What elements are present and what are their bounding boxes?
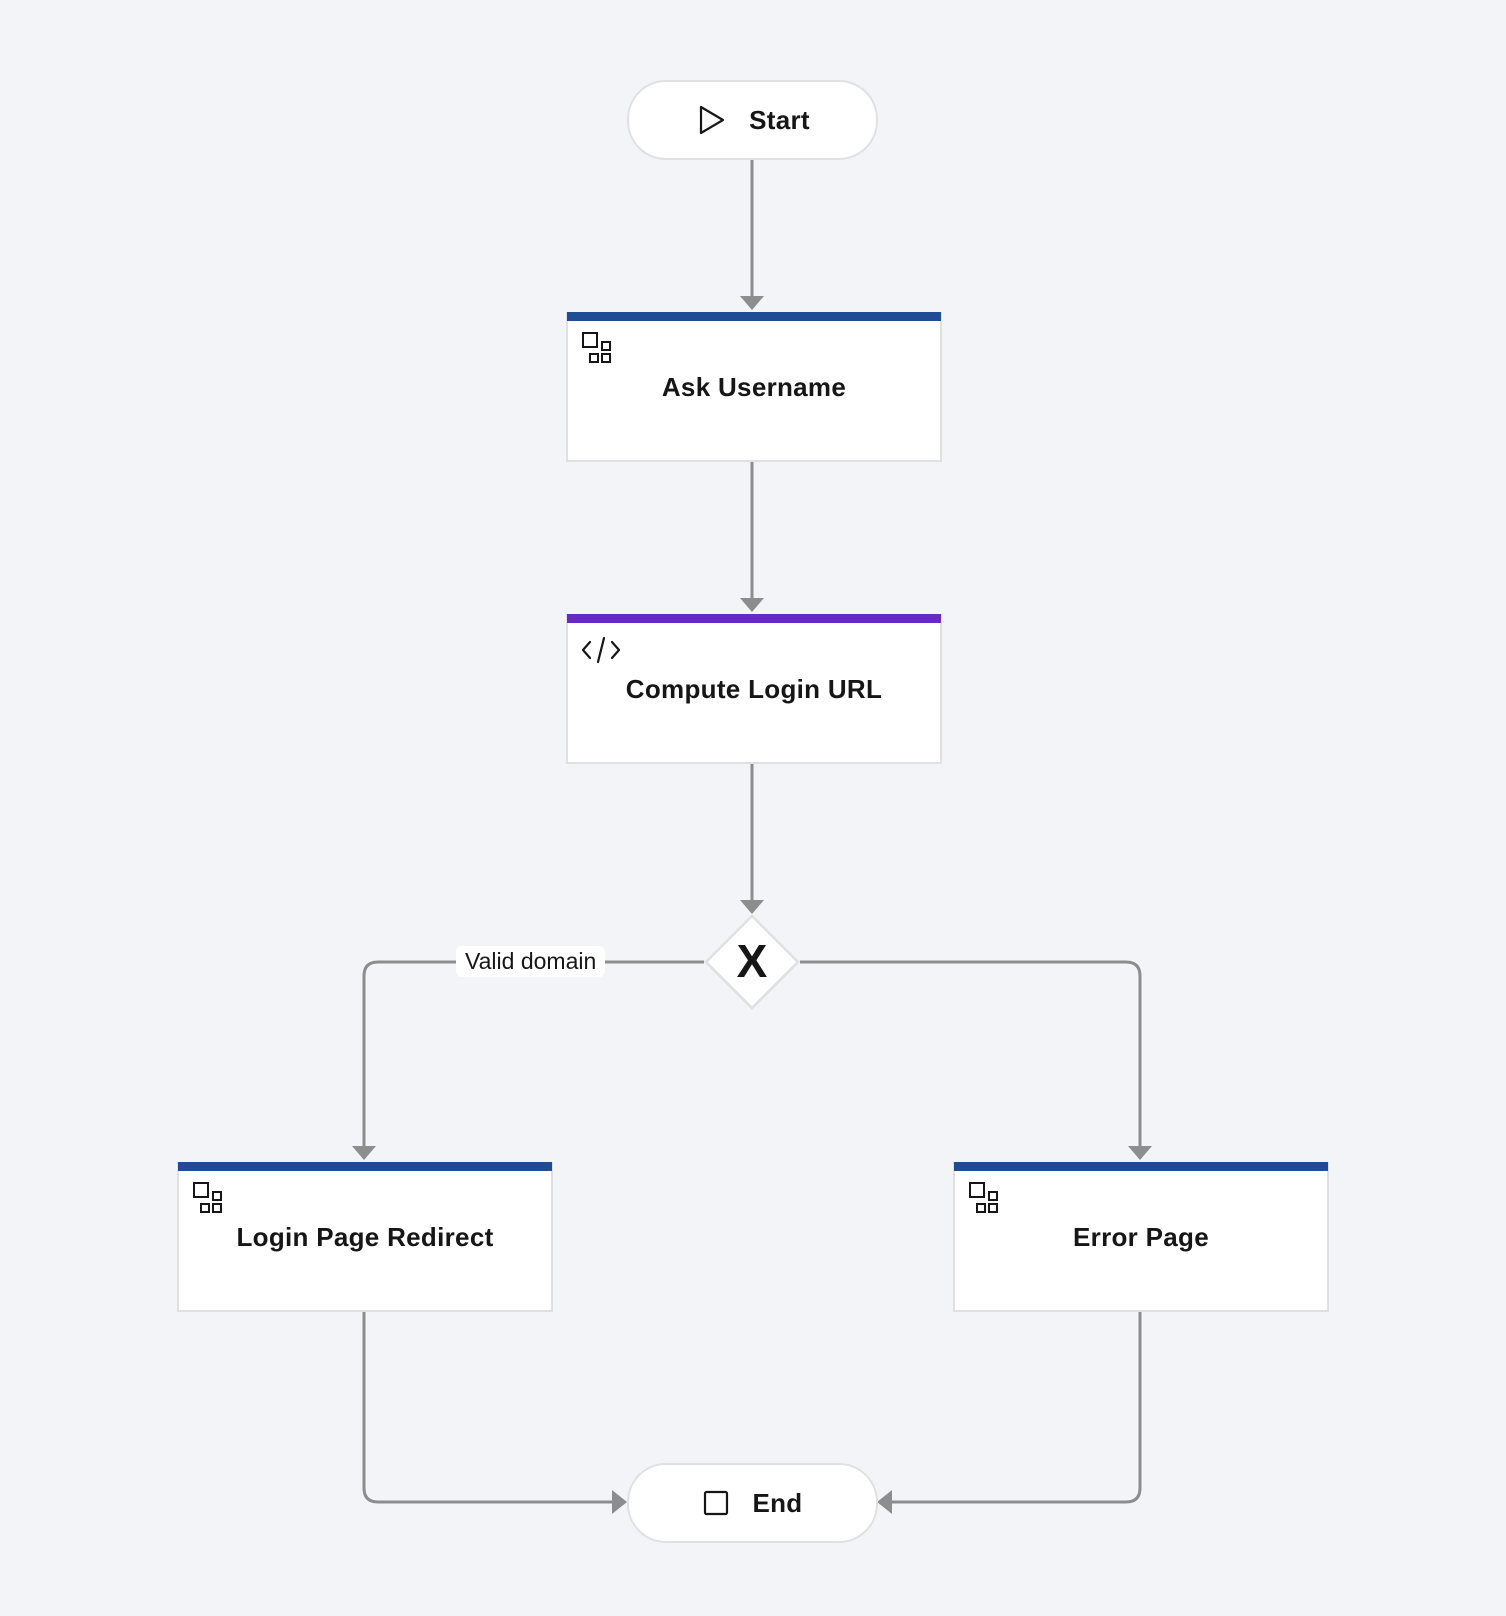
task-label: Compute Login URL — [625, 674, 883, 704]
exclusive-gateway[interactable]: X — [704, 914, 800, 1010]
user-task-icon — [967, 1180, 1003, 1216]
task-ask-username[interactable]: Ask Username — [566, 312, 942, 462]
task-accent-bar — [567, 614, 941, 623]
task-label: Error Page — [1073, 1222, 1209, 1252]
start-label: Start — [749, 104, 810, 135]
user-task-icon — [191, 1180, 227, 1216]
arrowhead — [612, 1490, 627, 1514]
end-node[interactable]: End — [627, 1463, 878, 1543]
edge-label-valid-domain: Valid domain — [456, 946, 606, 977]
task-accent-bar — [567, 312, 941, 321]
edge-login-page-redirect-to-end[interactable] — [362, 1312, 614, 1504]
arrowhead — [352, 1146, 376, 1160]
task-label: Login Page Redirect — [236, 1222, 494, 1252]
arrowhead — [740, 296, 764, 310]
start-node[interactable]: Start — [627, 80, 878, 160]
user-task-icon — [580, 330, 616, 366]
exclusive-gateway-icon: X — [704, 914, 800, 1010]
task-compute-login-url[interactable]: Compute Login URL — [566, 614, 942, 764]
task-accent-bar — [954, 1162, 1328, 1171]
play-icon — [695, 104, 727, 136]
task-label: Ask Username — [661, 372, 847, 402]
edge-gateway-to-error-page[interactable] — [800, 960, 1142, 1148]
task-login-page-redirect[interactable]: Login Page Redirect — [177, 1162, 553, 1312]
arrowhead — [740, 900, 764, 914]
gateway-symbol: X — [737, 935, 768, 987]
code-icon — [580, 632, 621, 668]
stop-icon — [702, 1489, 730, 1517]
edge-gateway-to-login-page-redirect[interactable] — [362, 960, 704, 1148]
task-error-page[interactable]: Error Page — [953, 1162, 1329, 1312]
arrowhead — [1128, 1146, 1152, 1160]
end-label: End — [752, 1487, 803, 1518]
arrowhead — [877, 1490, 892, 1514]
edge-error-page-to-end[interactable] — [892, 1312, 1142, 1504]
arrowhead — [740, 598, 764, 612]
task-accent-bar — [178, 1162, 552, 1171]
